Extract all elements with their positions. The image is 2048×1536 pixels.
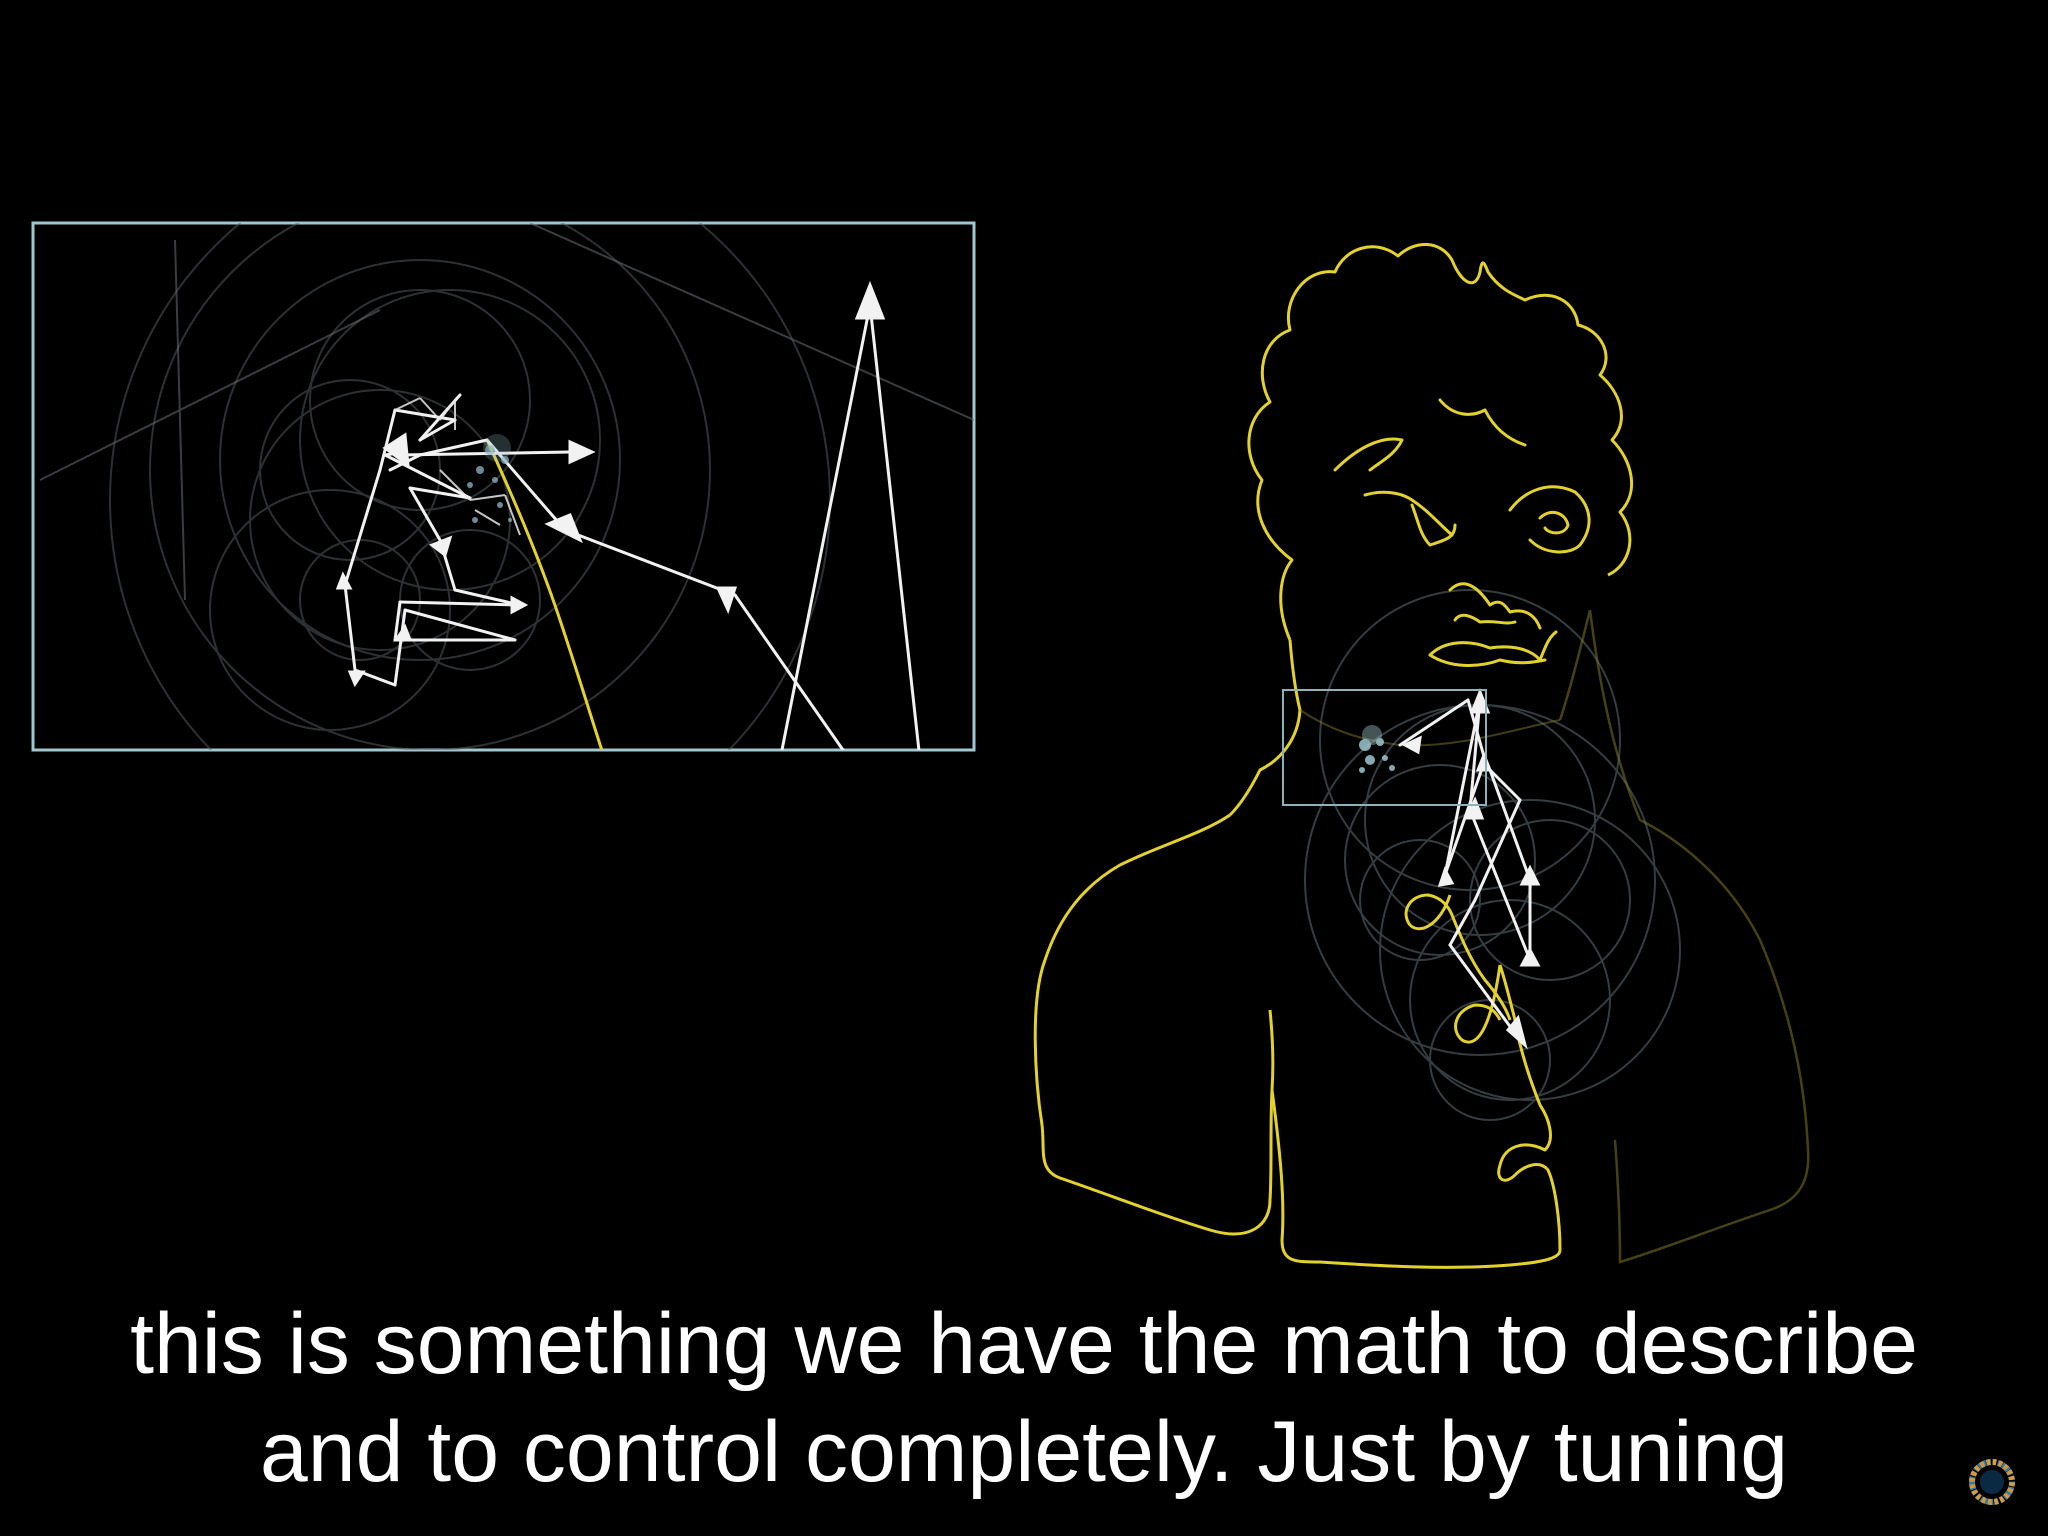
body-outline-left [1033,813,1275,1236]
tiny-vector-cluster [1359,725,1395,773]
spinner-icon [1969,1459,2015,1505]
collar-outline [1299,709,1561,747]
hair-outline [1247,243,1634,641]
face-details [1333,398,1591,667]
caption-line-2: and to control completely. Just by tunin… [259,1404,1789,1500]
zoomed-inset-panel [31,221,976,752]
inset-tiny-vector-cluster [467,434,512,523]
inset-faint-lines [39,223,974,601]
epicycle-circles [1304,589,1681,1121]
fourier-portrait-drawing [1033,243,1810,1269]
vector-chain [1398,687,1541,1050]
neck-outline [1228,639,1302,817]
inset-tiny-arrows [394,397,521,536]
inset-drawing-path [485,439,604,750]
caption-line-1: this is something we have the math to de… [130,1296,1918,1392]
coat-bottom [1270,964,1562,1269]
coat-loops [1404,893,1512,1044]
inset-vector-chain [335,280,921,750]
body-outline-right [1558,609,1810,1264]
zoom-region-marker [1282,689,1487,806]
subtitle-caption: this is something we have the math to de… [0,1290,2048,1506]
